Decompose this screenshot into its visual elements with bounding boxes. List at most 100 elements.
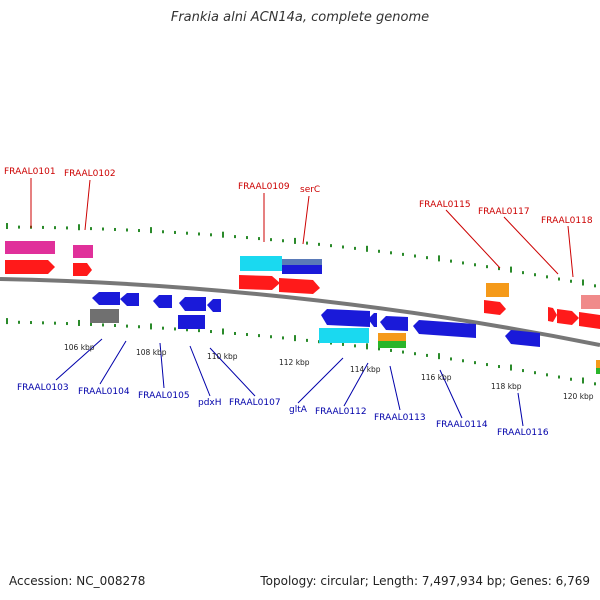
reverse-tick-minor xyxy=(186,328,188,332)
reverse-tick-major xyxy=(294,335,296,342)
reverse-tick-minor xyxy=(354,344,356,348)
reverse-tick-minor xyxy=(486,363,488,367)
reverse-tick-minor xyxy=(462,359,464,363)
gene-label-FRAAL0102: FRAAL0102 xyxy=(64,169,116,179)
reverse-tick-minor xyxy=(246,333,248,337)
reverse-tick-minor xyxy=(174,327,176,331)
gene-label-FRAAL0114: FRAAL0114 xyxy=(436,420,488,430)
genome-backbone xyxy=(0,277,600,347)
gene-label-FRAAL0112: FRAAL0112 xyxy=(315,407,367,417)
forward-tick-minor xyxy=(522,271,524,275)
gene-FRAAL0101-cds[interactable] xyxy=(5,241,55,254)
gene-FRAAL0116-cds-green[interactable] xyxy=(596,368,600,374)
gene-gltA-arrow-head[interactable] xyxy=(368,313,377,327)
gene-gltA-cds[interactable] xyxy=(319,328,369,343)
forward-tick-minor xyxy=(354,246,356,250)
gene-FRAAL0116-cds[interactable] xyxy=(596,360,600,368)
forward-tick-minor xyxy=(462,261,464,265)
gene-serC-arrow[interactable] xyxy=(279,278,320,294)
scale-label: 106 kbp xyxy=(64,343,95,352)
gene-label-FRAAL0105: FRAAL0105 xyxy=(138,391,190,401)
gene-FRAAL0117-arrow[interactable] xyxy=(548,307,557,322)
reverse-tick-minor xyxy=(210,330,212,334)
reverse-tick-major xyxy=(582,377,584,384)
forward-tick-minor xyxy=(330,244,332,248)
reverse-tick-minor xyxy=(330,341,332,345)
gene-label-pdxH: pdxH xyxy=(198,398,222,408)
forward-tick-minor xyxy=(174,230,176,234)
gene-FRAAL0109-arrow[interactable] xyxy=(239,275,280,290)
scale-label: 120 kbp xyxy=(563,392,594,401)
gene-FRAAL0112-cds[interactable] xyxy=(378,333,406,341)
gene-FRAAL0101-arrow[interactable] xyxy=(5,260,55,274)
reverse-tick-minor xyxy=(306,338,308,342)
reverse-tick-minor xyxy=(198,329,200,333)
forward-tick-minor xyxy=(318,242,320,246)
reverse-tick-minor xyxy=(90,322,92,326)
gene-label-FRAAL0115: FRAAL0115 xyxy=(419,200,471,210)
reverse-tick-minor xyxy=(450,357,452,361)
gene-FRAAL0115-cds[interactable] xyxy=(486,283,509,297)
reverse-tick-minor xyxy=(390,348,392,352)
forward-tick-track xyxy=(6,223,596,288)
gene-FRAAL0112-cds-green[interactable] xyxy=(378,341,406,348)
gene-FRAAL0102-arrow[interactable] xyxy=(73,263,92,276)
forward-tick-minor xyxy=(498,267,500,271)
scale-label: 118 kbp xyxy=(491,382,522,391)
reverse-tick-minor xyxy=(522,369,524,373)
gene-label-FRAAL0117: FRAAL0117 xyxy=(478,207,530,217)
gene-FRAAL0103-pseudo[interactable] xyxy=(90,309,119,323)
scale-labels: 106 kbp 108 kbp 110 kbp 112 kbp 114 kbp … xyxy=(64,343,594,401)
forward-tick-minor xyxy=(246,236,248,240)
gene-label-serC: serC xyxy=(300,185,320,195)
gene-FRAAL0114-arrow[interactable] xyxy=(505,330,540,347)
forward-tick-minor xyxy=(198,232,200,236)
gene-FRAAL0107-arrow[interactable] xyxy=(207,299,221,312)
reverse-tick-minor xyxy=(114,324,116,328)
forward-tick-minor xyxy=(306,241,308,245)
gene-FRAAL0102-cds[interactable] xyxy=(73,245,93,258)
gene-label-gltA: gltA xyxy=(289,405,308,415)
reverse-tick-minor xyxy=(54,321,56,325)
gene-label-FRAAL0118: FRAAL0118 xyxy=(541,216,593,226)
gene-FRAAL0103-arrow[interactable] xyxy=(92,292,120,305)
gene-FRAAL0104-arrow[interactable] xyxy=(120,293,139,306)
gene-gltA-arrow[interactable] xyxy=(321,309,370,327)
reverse-tick-minor xyxy=(234,331,236,335)
gene-label-FRAAL0109: FRAAL0109 xyxy=(238,182,290,192)
reverse-tick-major xyxy=(6,318,8,325)
forward-tick-minor xyxy=(558,277,560,281)
reverse-tick-minor xyxy=(258,334,260,338)
gene-FRAAL0115-arrow[interactable] xyxy=(484,300,506,315)
forward-tick-major xyxy=(150,227,152,234)
reverse-tick-minor xyxy=(162,326,164,330)
forward-tick-major xyxy=(510,266,512,273)
gene-label-FRAAL0103: FRAAL0103 xyxy=(17,383,69,393)
forward-tick-major xyxy=(582,279,584,286)
gene-label-FRAAL0107: FRAAL0107 xyxy=(229,398,281,408)
reverse-tick-major xyxy=(510,364,512,371)
forward-tick-minor xyxy=(270,238,272,242)
reverse-tick-minor xyxy=(558,375,560,379)
reverse-tick-minor xyxy=(102,323,104,327)
gene-FRAAL0118-cds[interactable] xyxy=(581,295,600,309)
forward-tick-minor xyxy=(162,230,164,234)
gene-FRAAL0109-cds[interactable] xyxy=(240,256,282,271)
forward-tick-minor xyxy=(258,237,260,241)
reverse-tick-minor xyxy=(30,321,32,325)
gene-pdxH-extra[interactable] xyxy=(178,315,205,329)
forward-tick-minor xyxy=(414,254,416,258)
gene-FRAAL0117b-arrow[interactable] xyxy=(557,309,579,325)
gene-FRAAL0112-arrow[interactable] xyxy=(380,316,408,331)
forward-tick-minor xyxy=(18,225,20,229)
forward-tick-minor xyxy=(102,227,104,231)
gene-pdxH-arrow[interactable] xyxy=(179,297,206,311)
forward-tick-minor xyxy=(390,251,392,255)
reverse-tick-minor xyxy=(378,347,380,351)
reverse-tick-major xyxy=(78,319,80,326)
gene-FRAAL0105-arrow[interactable] xyxy=(153,295,172,308)
gene-FRAAL0118-arrow[interactable] xyxy=(579,312,600,329)
scale-label: 112 kbp xyxy=(279,358,310,367)
accession-text: Accession: NC_008278 xyxy=(9,574,146,588)
gene-FRAAL0113-arrow[interactable] xyxy=(413,320,476,338)
